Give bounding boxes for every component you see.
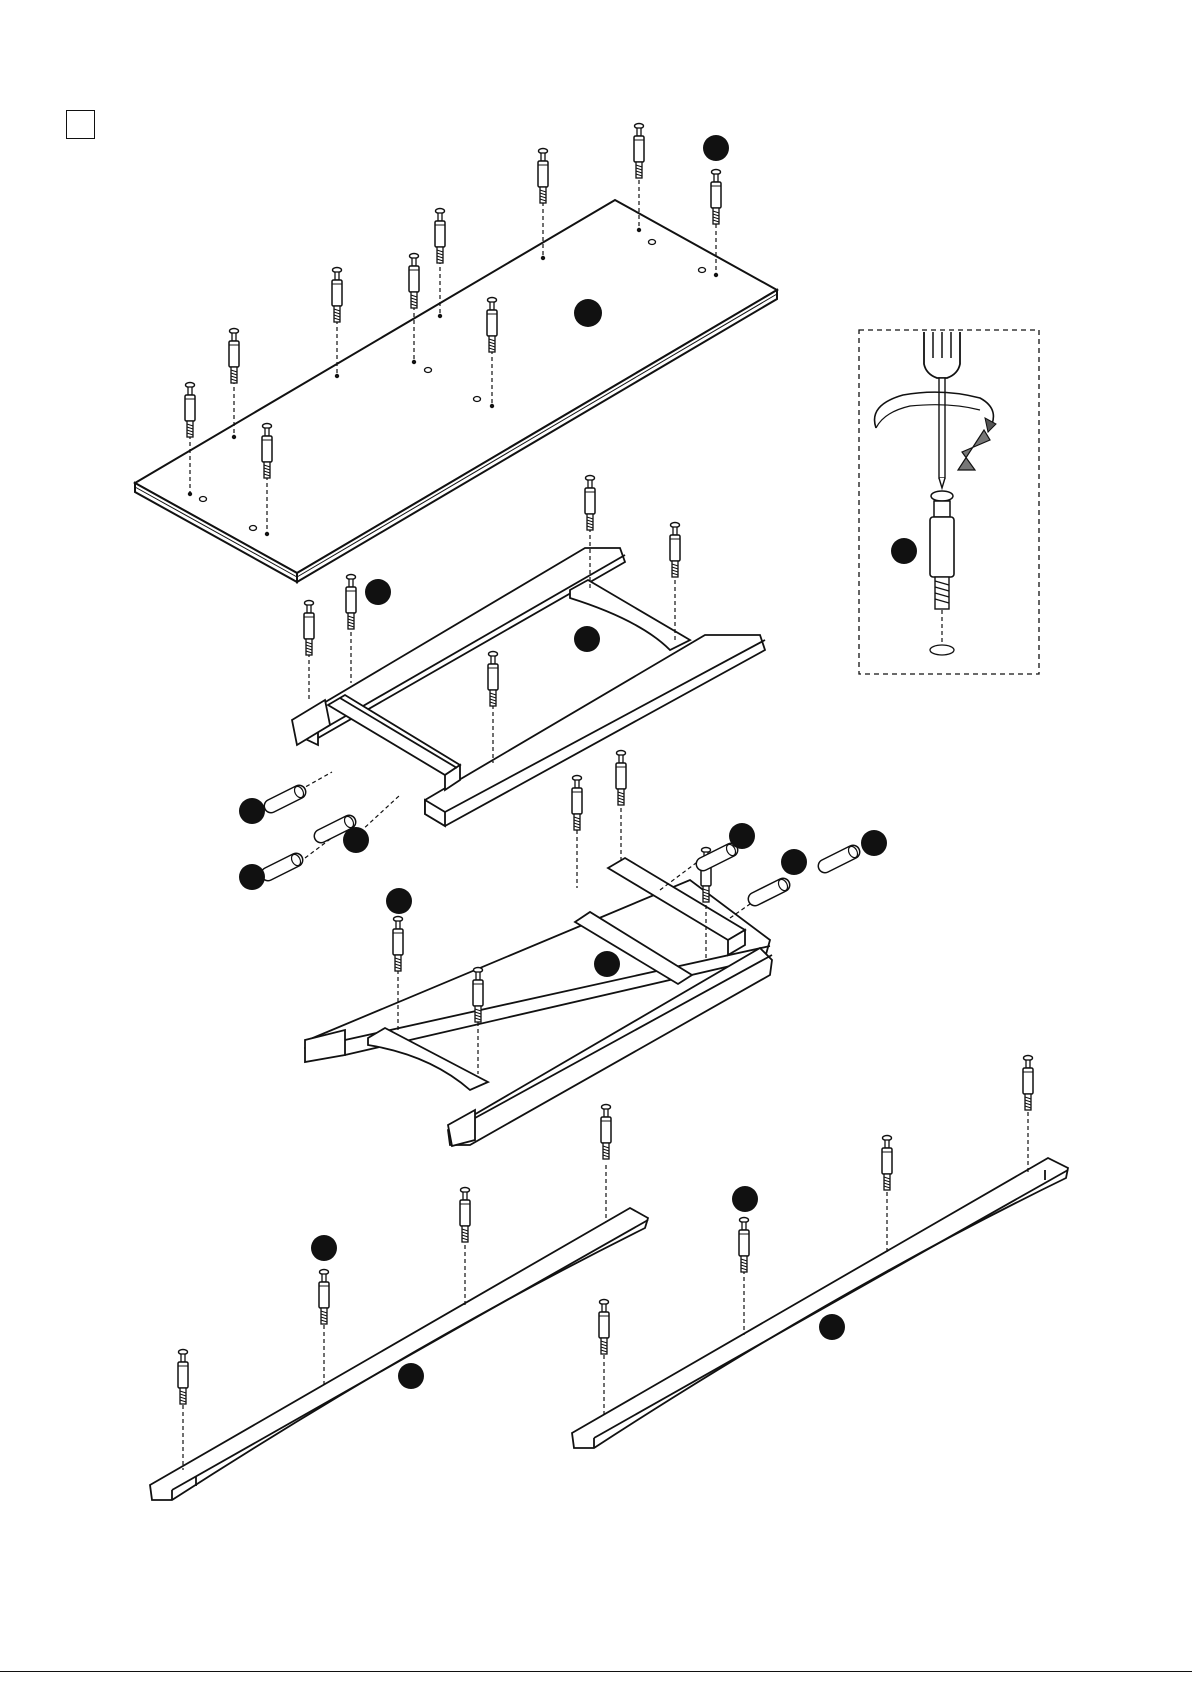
hardware-callout-marker xyxy=(386,888,412,914)
hardware-callout-marker xyxy=(703,135,729,161)
hardware-callout-marker xyxy=(781,849,807,875)
hardware-callout-marker xyxy=(311,1235,337,1261)
part-callout-marker xyxy=(398,1363,424,1389)
detail-inset xyxy=(859,330,1039,674)
hardware-callout-marker xyxy=(729,823,755,849)
part-callout-marker xyxy=(574,299,602,327)
upper-frame xyxy=(292,548,765,826)
part-callout-marker xyxy=(819,1314,845,1340)
cam-bolt-detail xyxy=(930,491,954,655)
hardware-callout-marker xyxy=(365,579,391,605)
hardware-callout-marker xyxy=(732,1186,758,1212)
stretcher-left xyxy=(150,1208,648,1500)
lower-frame xyxy=(305,858,772,1146)
left-dowels xyxy=(239,772,400,890)
footer-rule xyxy=(0,1671,1192,1672)
hardware-callout-marker xyxy=(891,538,917,564)
screwdriver-icon xyxy=(924,332,960,488)
table-top-panel xyxy=(135,200,777,582)
hardware-callout-marker xyxy=(239,798,265,824)
hardware-callout-marker xyxy=(861,830,887,856)
part-callout-marker xyxy=(594,951,620,977)
hardware-callout-marker xyxy=(239,864,265,890)
hardware-callout-marker xyxy=(343,827,369,853)
part-callout-marker xyxy=(574,626,600,652)
rotate-clockwise-arrow-icon xyxy=(875,392,996,470)
stretcher-right xyxy=(572,1158,1068,1448)
